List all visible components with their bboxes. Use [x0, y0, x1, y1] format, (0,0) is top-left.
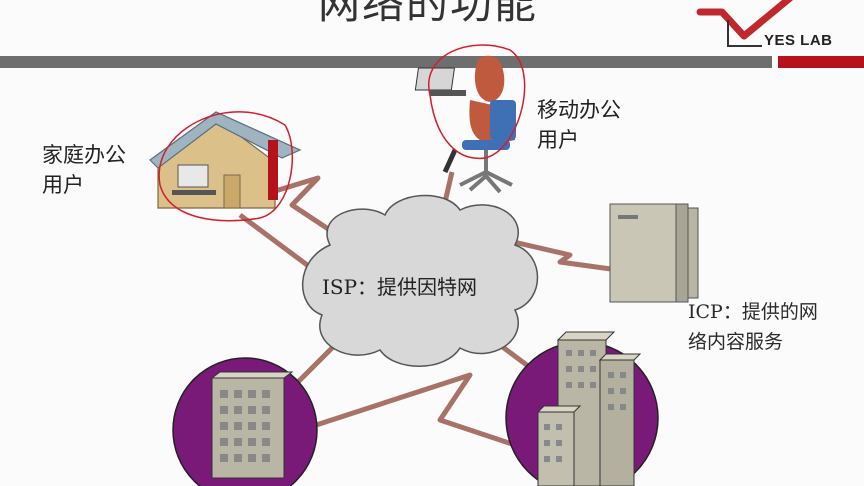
enterprise-right	[505, 331, 659, 486]
home-office-house	[149, 111, 302, 222]
isp-cloud	[301, 194, 539, 367]
yes-lab-logo	[696, 0, 793, 47]
link-left-to-right-enterprise	[269, 372, 546, 458]
header-bar-red	[778, 56, 864, 68]
link-server-to-isp	[504, 237, 619, 273]
link-home-to-isp	[261, 175, 362, 253]
isp-label: ISP：提供因特网	[322, 275, 478, 299]
mobile-user-figure	[414, 44, 526, 194]
mobile-user-label: 移动办公 用户	[537, 98, 621, 152]
header-bar-gray	[0, 56, 772, 68]
enterprise-left	[172, 357, 318, 486]
logo-text: YES LAB	[764, 32, 833, 49]
slide-title: 网络的功能	[318, 0, 539, 28]
home-user-label: 家庭办公 用户	[42, 143, 126, 197]
icp-server	[609, 203, 699, 303]
icp-label: ICP：提供的网 络内容服务	[688, 301, 818, 353]
